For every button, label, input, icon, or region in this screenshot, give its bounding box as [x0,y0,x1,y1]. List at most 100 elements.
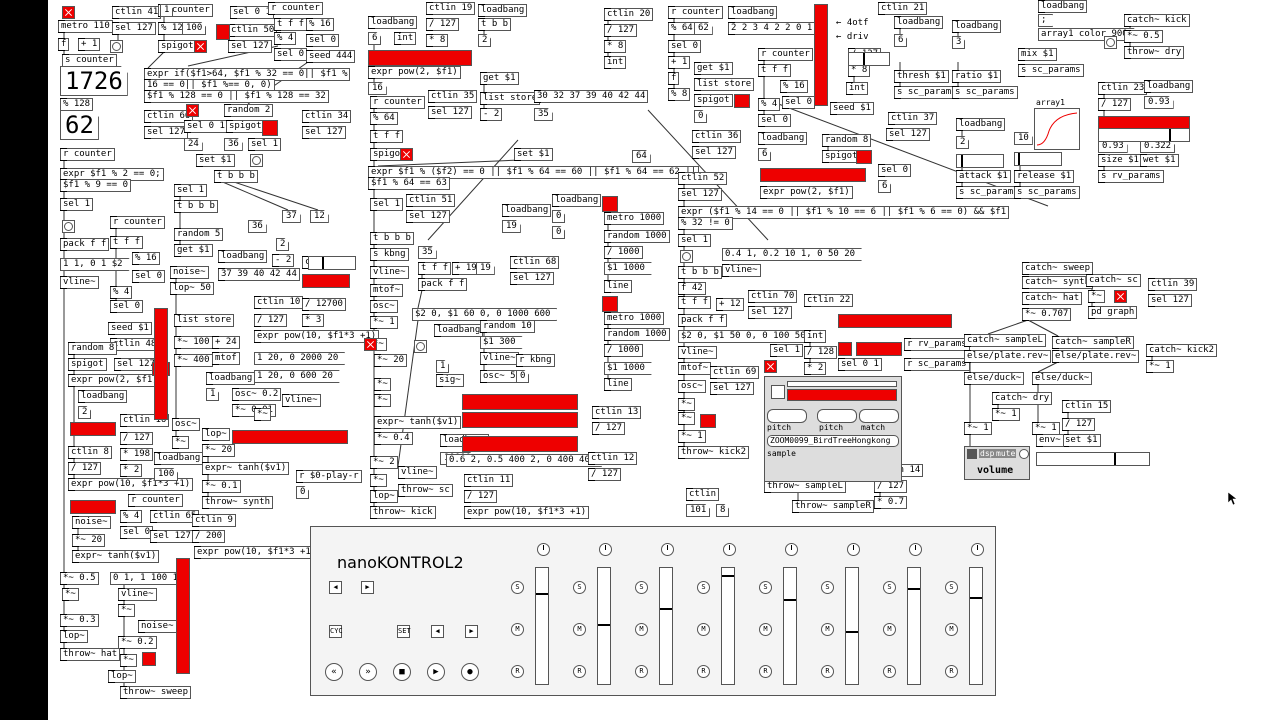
fader-handle[interactable] [722,575,734,577]
pd-object[interactable]: / 12700 [302,298,346,311]
pd-object[interactable]: ctlin 19 [426,2,476,15]
pd-object[interactable]: random 8 [68,342,118,355]
pd-object[interactable]: s sc_params [1014,186,1080,199]
s-button-3[interactable]: S [635,581,648,594]
pd-object[interactable]: *~ 20 [374,354,408,367]
pd-message[interactable]: 1 1, 0 1 $2 [60,258,130,271]
pd-object[interactable]: pack f f [418,278,468,291]
pd-object[interactable]: spigot [822,150,861,163]
pd-object[interactable]: r counter [60,148,115,161]
pd-object[interactable]: ctlin 13 [592,406,642,419]
fader-handle[interactable] [970,597,982,599]
pd-object[interactable]: / 127 [68,462,102,475]
bang-button[interactable] [414,340,427,353]
active-slider-fill[interactable] [142,652,156,666]
pd-object[interactable]: loadbang [218,250,268,263]
pd-object[interactable]: catch~ sampleR [1052,336,1134,349]
knob-2[interactable] [599,543,612,556]
pd-number-box[interactable]: 35 [418,246,437,259]
pd-object[interactable]: *~ 0.5 [1124,30,1163,43]
pd-object[interactable]: + 1 [78,38,101,51]
pd-object[interactable]: t b b b [214,170,258,183]
pd-number-box[interactable]: 10 [1014,132,1033,145]
bang-button[interactable] [62,220,75,233]
pd-object[interactable]: mtof~ [370,284,404,297]
pd-object[interactable]: sel 0 [120,526,154,539]
m-button-6[interactable]: M [821,623,834,636]
pd-object[interactable]: t f f [110,236,144,249]
sampler-position-bar[interactable] [787,381,897,387]
pd-object[interactable]: % 4 [120,510,143,523]
pd-object[interactable]: else/plate.rev~ [964,350,1052,363]
pd-object[interactable]: expr ($f1 % 14 == 0 || $f1 % 10 == 6 || … [678,206,1010,219]
active-slider-fill[interactable] [216,24,230,40]
active-slider-fill[interactable] [462,394,578,410]
pd-object[interactable]: *~ 400 [174,354,213,367]
pd-object[interactable]: sel 1 [370,198,404,211]
pd-object[interactable]: r sc_params [904,358,970,371]
pd-object[interactable]: *~ [254,408,271,421]
r-button-4[interactable]: R [697,665,710,678]
pd-object[interactable]: s rv_params [1098,170,1164,183]
pd-number-box[interactable]: 6 [878,180,891,193]
pd-message[interactable]: 0.6 2, 0.5 400 2, 0 400 400 [446,454,602,467]
pd-object[interactable]: throw~ synth [202,496,274,509]
pd-object[interactable]: $f1 % 9 == 0 [60,179,132,192]
knob-7[interactable] [909,543,922,556]
pd-object[interactable]: % 4 [274,32,297,45]
toggle-on[interactable] [62,6,75,19]
pd-object[interactable]: ctlin 68 [510,256,560,269]
pd-object[interactable]: int [846,82,869,95]
pd-object[interactable]: ctlin 36 [692,130,742,143]
pd-number-box[interactable]: 16 [368,82,387,95]
pd-object[interactable]: t b b b [678,266,722,279]
pd-object[interactable]: int [604,56,627,69]
knob-5[interactable] [785,543,798,556]
pd-object[interactable]: osc~ [678,380,706,393]
pd-object[interactable]: vline~ [60,276,99,289]
pd-object[interactable]: sel 0 [878,164,912,177]
pd-object[interactable]: sel 127 [302,126,346,139]
hslider[interactable] [956,154,1004,168]
play-button[interactable]: ▶ [427,663,445,681]
sampler-gui[interactable]: pitch pitch match ZOOM0099_BirdTreeHongk… [764,376,902,482]
pd-object[interactable]: ctlin 9 [192,514,236,527]
pd-object[interactable]: ctlin 34 [302,110,352,123]
pd-object[interactable]: s sc_params [1018,64,1084,77]
pd-object[interactable]: % 64 [668,22,696,35]
pd-number-box[interactable]: 0 [552,226,565,239]
toggle-on[interactable] [400,148,413,161]
pd-object[interactable]: random 1000 [604,230,670,243]
track-prev-button[interactable]: ◀ [329,581,342,594]
sampler-waveform[interactable] [787,389,897,401]
pd-object[interactable]: *~ [1088,290,1105,303]
pd-message[interactable]: $1 1000 [604,362,652,375]
pd-object[interactable]: catch~ sc [1086,274,1141,287]
mute-button[interactable] [1019,449,1029,459]
pd-object[interactable]: spigot [694,94,733,107]
pd-number-box[interactable]: 0 [694,110,707,123]
pd-object[interactable]: r $0-play-r [296,470,362,483]
pd-object[interactable]: t b b [478,18,512,31]
bang-button[interactable] [1104,36,1117,49]
pd-object[interactable]: sel 127 [228,40,272,53]
pd-object[interactable]: * 0.7 [874,496,908,509]
pd-object[interactable]: pack f f [678,314,728,327]
pd-number-box[interactable]: 1 [206,388,219,401]
pd-object[interactable]: ctlin 11 [464,474,514,487]
pd-number-box[interactable]: 8 [716,504,729,517]
pd-object[interactable]: ctlin 23 [1098,82,1148,95]
pd-object[interactable]: expr pow(10, $f1*3 +1) [254,330,380,343]
pd-object[interactable]: random 10 [480,320,535,333]
pd-object[interactable]: pd graph [1088,306,1138,319]
m-button-5[interactable]: M [759,623,772,636]
pd-object[interactable]: ctlin 15 [1062,400,1112,413]
pd-object[interactable]: f [58,38,70,51]
pd-object[interactable]: *~ 1 [964,422,992,435]
pd-object[interactable]: mtof~ [678,362,712,375]
pd-object[interactable]: loadbang [728,6,778,19]
toggle-on[interactable] [194,40,207,53]
record-button[interactable]: ● [461,663,479,681]
pd-object[interactable]: ctlin 35 [428,90,478,103]
bang-button[interactable] [680,250,693,263]
